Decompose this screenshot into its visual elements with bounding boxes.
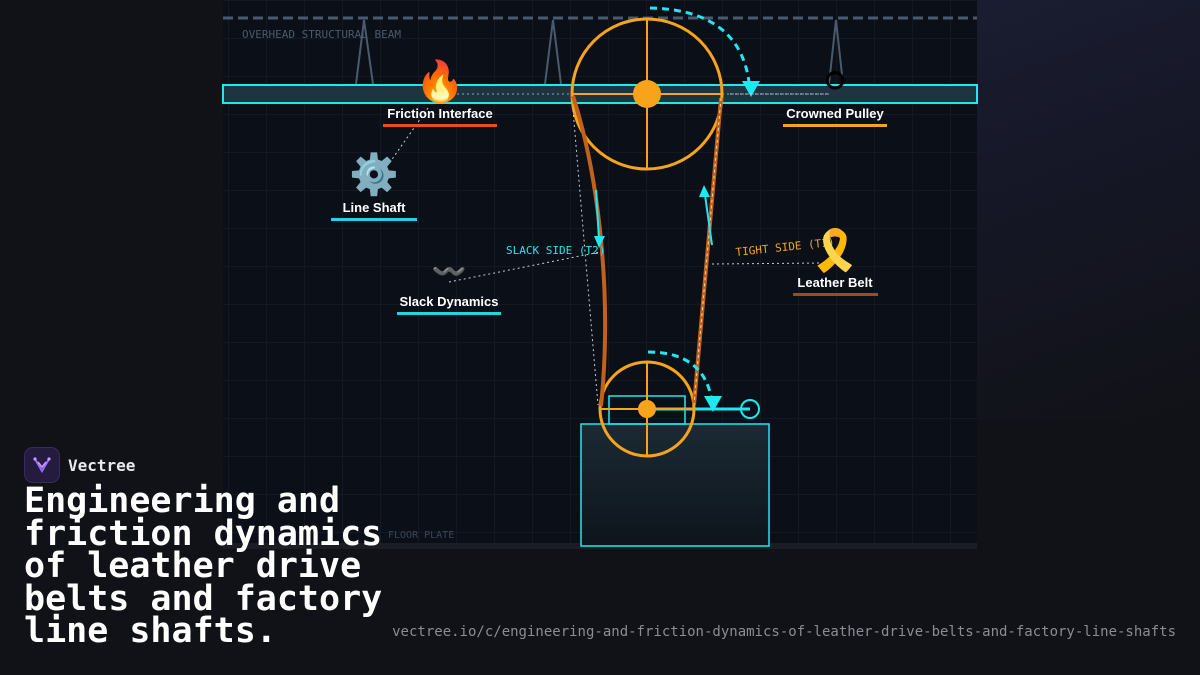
crowned-pulley-underline	[783, 124, 887, 127]
beam-supports	[355, 19, 844, 85]
line-shaft-underline	[331, 218, 417, 221]
slack-tension-arrowhead	[594, 236, 605, 248]
leader-friction	[387, 107, 429, 166]
tight-tension-arrowhead	[699, 185, 710, 197]
gear-icon: ⚙️	[349, 152, 399, 198]
fire-icon: 🔥	[415, 59, 465, 105]
motor-shaft-end	[740, 399, 760, 419]
crowned-pulley-label: Crowned Pulley	[786, 106, 884, 121]
driver-pulley-hub	[638, 400, 656, 418]
leader-slack	[448, 251, 601, 283]
pulley-icon: ⚪	[818, 59, 852, 105]
friction-interface-underline	[383, 124, 497, 127]
brand-name: Vectree	[68, 455, 136, 475]
slack-side-label: SLACK SIDE (T2)	[506, 244, 605, 257]
beam-label: OVERHEAD STRUCTURAL BEAM	[242, 28, 401, 41]
line-shaft-label: Line Shaft	[342, 200, 406, 215]
leather-belt-label: Leather Belt	[797, 275, 873, 290]
slack-dynamics-label: Slack Dynamics	[399, 294, 499, 309]
headline: Engineering and friction dynamics of lea…	[24, 481, 383, 651]
slack-tension-arrow	[595, 189, 600, 241]
slack-dynamics-underline	[397, 312, 501, 315]
driven-pulley-hub	[633, 80, 661, 108]
leader-contact	[572, 109, 599, 406]
driven-rotation-arrow	[649, 6, 752, 93]
motor-base	[580, 423, 770, 547]
leader-tight	[711, 262, 823, 265]
driver-rotation-arrowhead	[704, 396, 722, 412]
driven-rotation-arrowhead	[742, 81, 760, 97]
wavy-dash-icon: 〰️	[431, 255, 467, 288]
brand: Vectree	[24, 447, 135, 483]
belt-tight-side	[692, 97, 723, 406]
friction-interface-label: Friction Interface	[387, 106, 493, 121]
ribbon-icon: 🎗️	[810, 228, 860, 274]
vectree-logo-icon	[24, 447, 60, 483]
floor-label: FLOOR PLATE	[388, 530, 454, 541]
tight-tension-arrow	[704, 194, 713, 246]
source-url[interactable]: vectree.io/c/engineering-and-friction-dy…	[392, 624, 1176, 640]
leather-belt-underline	[793, 293, 878, 296]
